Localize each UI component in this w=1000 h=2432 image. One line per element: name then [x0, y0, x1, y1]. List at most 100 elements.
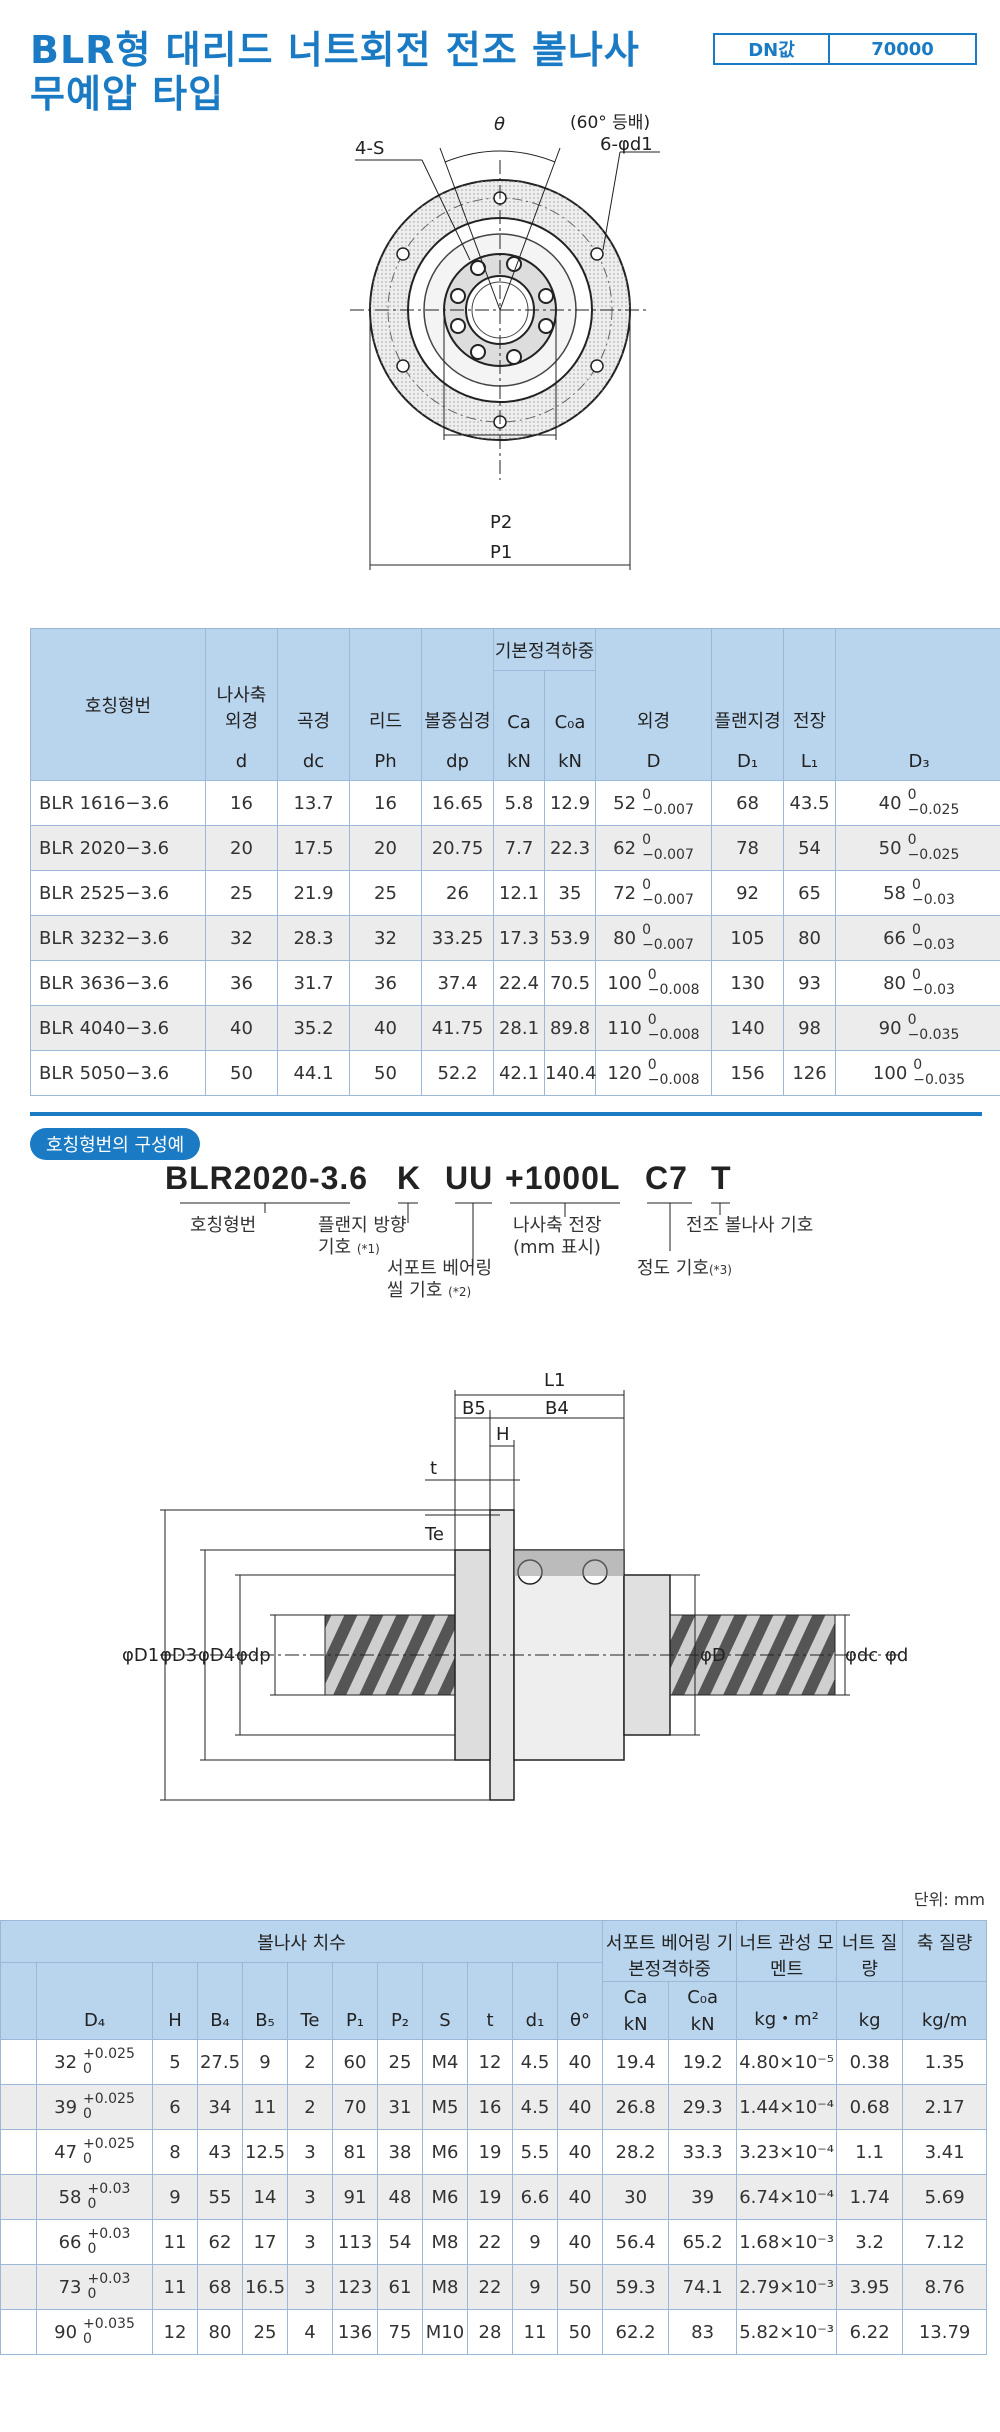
side-view-drawing: L1 B5 B4 H t Te φD1 φD3 φD4 φdp φD φdc φ… [122, 1370, 908, 1801]
cell-t: 16 [467, 2084, 513, 2130]
cell-ca: 5.8 [493, 780, 545, 826]
cell-l1: 54 [783, 825, 837, 871]
cell-b4: 34 [197, 2084, 243, 2130]
cell-l1: 65 [783, 870, 837, 916]
cell-d1: 78 [711, 825, 785, 871]
dn-value-box: DN값 70000 [713, 33, 977, 65]
code-type: T [711, 1160, 732, 1196]
cell-c0a: 140.4 [543, 1050, 597, 1096]
cell-p1: 136 [332, 2309, 378, 2355]
cell-b4: 43 [197, 2129, 243, 2175]
cell-moment: 4.80×10⁻⁵ [736, 2039, 838, 2085]
code-accuracy: C7 [645, 1160, 688, 1196]
hdr-b5: B₅ [242, 1962, 288, 2040]
cell-ca: 12.1 [493, 870, 545, 916]
hdr-shaft-unit: kg/m [902, 1981, 988, 2040]
te-label: Te [424, 1524, 444, 1545]
cell-shaft: 3.41 [902, 2129, 988, 2175]
cell-s: M5 [422, 2084, 468, 2130]
cell-d: 20 [205, 825, 278, 871]
hdr-dims: 볼나사 치수 [0, 1920, 604, 1963]
label-model: 호칭형번 [190, 1215, 257, 1236]
cell-blank [0, 2309, 37, 2355]
cell-theta: 50 [556, 2264, 604, 2310]
cell-blank [0, 2084, 37, 2130]
cell-dc: 44.1 [277, 1050, 350, 1096]
d-label: φd [885, 1645, 908, 1666]
hdr-shaft-mass: 축 질량 [902, 1920, 988, 1982]
cell-dp: 20.75 [421, 825, 494, 871]
hdr-d1: d₁ [512, 1962, 558, 2040]
cell-c0a: 19.2 [668, 2039, 738, 2085]
hdr-p1: P₁ [332, 1962, 378, 2040]
cell-l1: 80 [783, 915, 837, 961]
cell-c0a: 65.2 [668, 2219, 738, 2265]
cell-b5: 12.5 [242, 2129, 288, 2175]
cell-shaft: 5.69 [902, 2174, 988, 2220]
cell-ca: 28.1 [493, 1005, 545, 1051]
cell-b5: 11 [242, 2084, 288, 2130]
cell-d1: 140 [711, 1005, 785, 1051]
cell-h: 6 [152, 2084, 198, 2130]
cell-t: 22 [467, 2219, 513, 2265]
code-length: +1000L [505, 1160, 621, 1196]
cell-d: 16 [205, 780, 278, 826]
hdr-blank [0, 1962, 37, 2040]
cell-b4: 27.5 [197, 2039, 243, 2085]
hdr-d3: D₃ [835, 628, 1000, 781]
label-accuracy: 정도 기호(*3) [637, 1258, 732, 1279]
title-line-1: BLR형 대리드 너트회전 전조 볼나사 [30, 28, 640, 72]
cell-shaft: 1.35 [902, 2039, 988, 2085]
cell-s: M8 [422, 2264, 468, 2310]
cell-l1: 126 [783, 1050, 837, 1096]
cell-te: 2 [287, 2039, 333, 2085]
cell-l1: 43.5 [783, 780, 837, 826]
cell-p1: 91 [332, 2174, 378, 2220]
code-flange: K [397, 1160, 422, 1196]
cell-moment: 1.68×10⁻³ [736, 2219, 838, 2265]
cell-ca: 28.2 [602, 2129, 670, 2175]
cell-d1: 92 [711, 870, 785, 916]
cell-model: BLR 3232−3.6 [30, 915, 206, 961]
cell-nut: 0.38 [836, 2039, 904, 2085]
cell-ph: 16 [349, 780, 422, 826]
cell-c0a: 29.3 [668, 2084, 738, 2130]
cell-c0a: 22.3 [543, 825, 597, 871]
cell-d: 36 [205, 960, 278, 1006]
cell-d: 32 [205, 915, 278, 961]
cell-l1: 98 [783, 1005, 837, 1051]
label-flange: 플랜지 방향 기호 (*1) [318, 1215, 407, 1258]
cell-dp: 16.65 [421, 780, 494, 826]
cell-ph: 25 [349, 870, 422, 916]
cell-blank [0, 2039, 37, 2085]
cell-d1: 11 [512, 2309, 558, 2355]
cell-c0a: 83 [668, 2309, 738, 2355]
cell-t: 22 [467, 2264, 513, 2310]
cell-h: 9 [152, 2174, 198, 2220]
cell-p2: 31 [377, 2084, 423, 2130]
cell-d1: 156 [711, 1050, 785, 1096]
cell-ca: 26.8 [602, 2084, 670, 2130]
cell-ph: 20 [349, 825, 422, 871]
cell-dc: 28.3 [277, 915, 350, 961]
hdr-p2: P₂ [377, 1962, 423, 2040]
cell-h: 11 [152, 2219, 198, 2265]
cell-blank [0, 2174, 37, 2220]
dp-label: φdp [236, 1645, 271, 1666]
p1-label: P1 [490, 542, 512, 563]
cell-theta: 40 [556, 2174, 604, 2220]
